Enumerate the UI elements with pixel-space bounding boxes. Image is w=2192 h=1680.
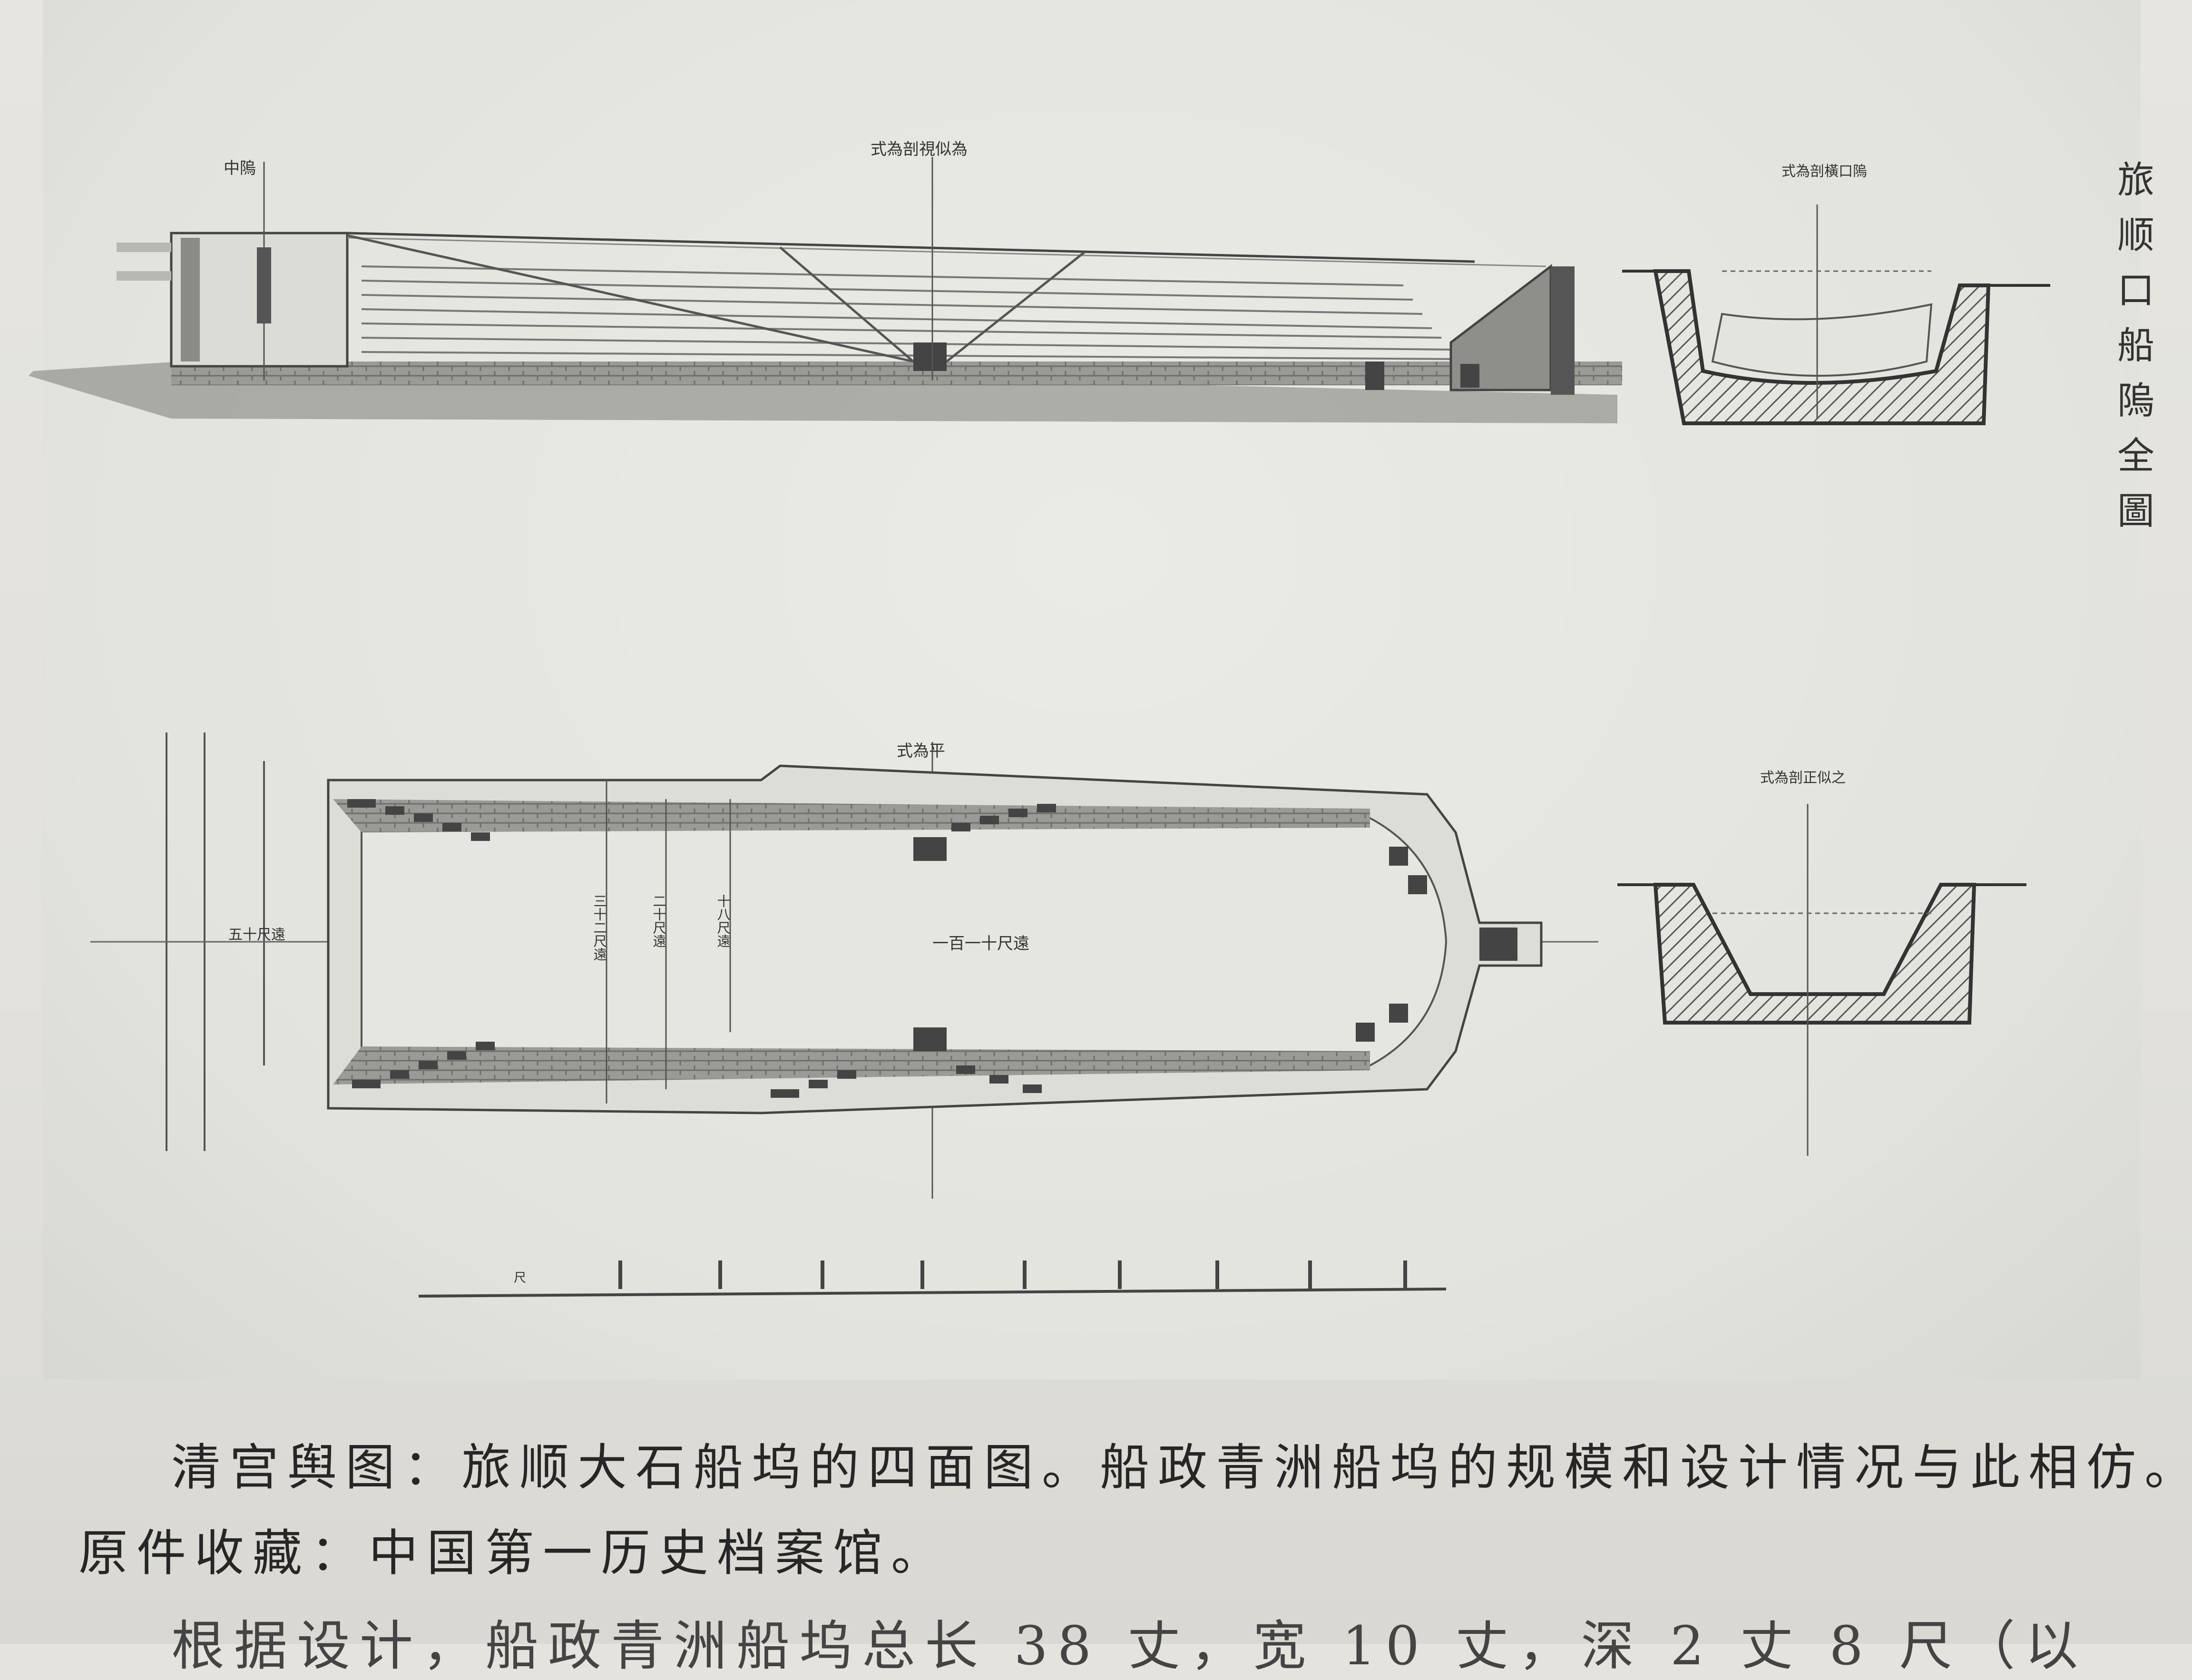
plan-left-dimension: 五十尺遠 bbox=[228, 927, 285, 943]
plan-dim-3: 十八尺遠 bbox=[715, 894, 731, 947]
section-label-left: 中隖 bbox=[224, 159, 256, 178]
side-title: 旅 顺 口 船 隖 全 圖 bbox=[2107, 162, 2164, 548]
scale-bar-unit: 尺 bbox=[514, 1271, 526, 1285]
longitudinal-section: 中隖 式為剖視似為 bbox=[29, 140, 1622, 423]
scale-bar: 尺 bbox=[418, 1260, 1447, 1298]
side-title-char: 顺 bbox=[2117, 214, 2154, 257]
body-text-line: 根据设计，船政青洲船坞总长 38 丈，宽 10 丈，深 2 丈 8 尺（以 bbox=[171, 1615, 2088, 1677]
section-label-center: 式為剖視似為 bbox=[871, 140, 968, 159]
cross-section-label-lower: 式為剖正似之 bbox=[1760, 770, 1846, 786]
side-title-char: 圖 bbox=[2117, 490, 2154, 533]
plan-center-dimension: 一百一十尺遠 bbox=[932, 934, 1029, 953]
plan-label-top: 式為平 bbox=[897, 742, 945, 761]
plan-view: 式為平 一百一十尺遠 五十尺遠 三十二尺遠 二十尺遠 十八尺遠 bbox=[90, 733, 1598, 1199]
side-title-char: 旅 bbox=[2117, 159, 2154, 202]
side-title-char: 口 bbox=[2117, 269, 2154, 312]
cross-section-label-upper: 式為剖橫口隖 bbox=[1781, 163, 1867, 180]
figure-source: 原件收藏：中国第一历史档案馆。 bbox=[78, 1524, 949, 1582]
side-title-char: 全 bbox=[2117, 435, 2154, 478]
cross-section-upper: 式為剖橫口隖 bbox=[1622, 163, 2050, 425]
dockyard-four-view-drawing: 中隖 式為剖視似為 式為剖橫口隖 bbox=[29, 140, 2050, 1298]
plan-dim-2: 二十尺遠 bbox=[651, 894, 667, 947]
drawing-plate bbox=[43, 0, 2141, 1379]
plan-dim-1: 三十二尺遠 bbox=[592, 894, 607, 961]
side-title-char: 隖 bbox=[2117, 380, 2154, 422]
cross-section-lower: 式為剖正似之 bbox=[1617, 770, 2026, 1156]
figure-caption: 清宫舆图：旅顺大石船坞的四面图。船政青洲船坞的规模和设计情况与此相仿。 bbox=[171, 1438, 2192, 1496]
side-title-char: 船 bbox=[2117, 324, 2154, 367]
